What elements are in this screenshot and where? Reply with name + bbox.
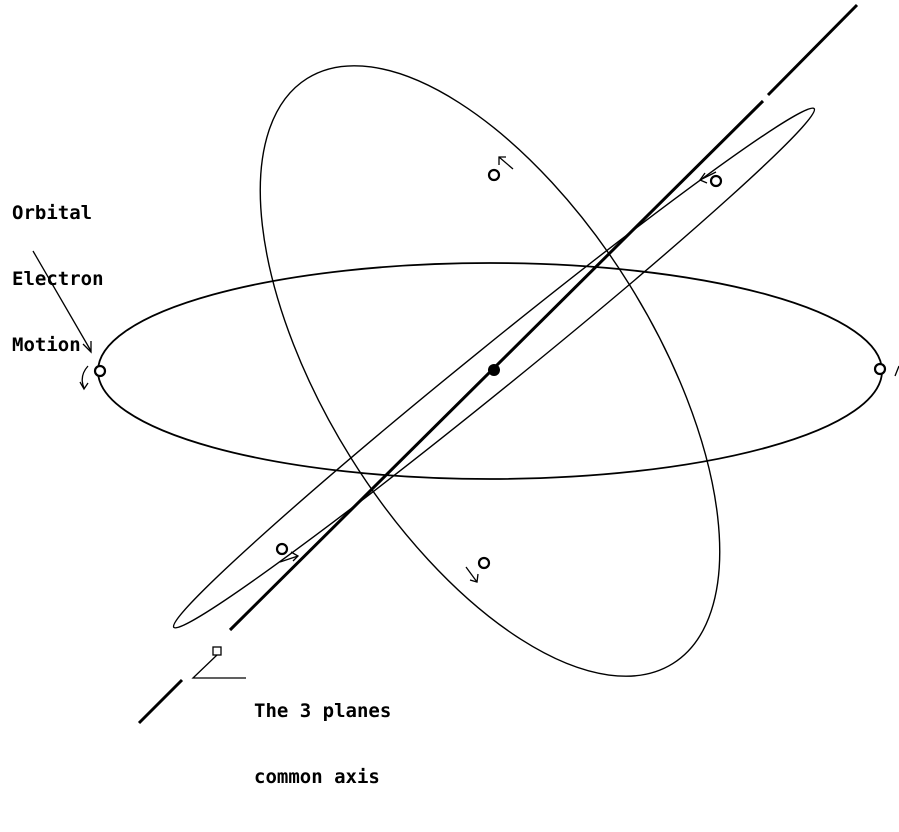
atom-orbit-diagram: Orbital Electron Motion The 3 planes com… — [12, 3, 899, 788]
orbital-motion-line-3: Motion — [12, 334, 81, 356]
electron-upper-right — [709, 174, 723, 188]
motion-arrows — [79, 156, 899, 583]
motion-arrow-lower-left-icon — [279, 555, 299, 563]
axis-segment-bottom — [137, 678, 184, 725]
axis-note-line-1: The 3 planes — [254, 700, 392, 722]
axis-note-label: The 3 planes common axis — [254, 656, 391, 832]
orbit-tilted-large — [259, 65, 721, 677]
axis-leader-line — [191, 654, 246, 679]
orbital-motion-line-2: Electron — [12, 268, 104, 290]
diagram-canvas — [32, 3, 899, 725]
orbital-motion-pointer — [32, 250, 92, 354]
motion-arrow-lower-mid-icon — [465, 566, 478, 583]
electron-lower-mid — [477, 556, 491, 570]
orbital-motion-line-1: Orbital — [12, 202, 93, 224]
axis-segment-top — [766, 3, 859, 97]
electron-upper-mid — [487, 168, 501, 182]
axis-note-line-2: common axis — [254, 766, 380, 788]
electron-lower-left — [275, 542, 289, 556]
axis-marker — [191, 646, 246, 679]
common-axis — [137, 3, 859, 725]
axis-marker-square — [212, 646, 222, 656]
motion-arrow-left-icon — [81, 365, 89, 389]
motion-arrow-upper-right-icon — [699, 171, 717, 181]
motion-arrow-right-icon — [894, 365, 899, 377]
orbital-motion-label: Orbital Electron Motion — [12, 158, 104, 400]
orbit-thin — [172, 107, 816, 629]
motion-arrow-upper-mid-icon — [498, 156, 514, 170]
electron-right — [873, 362, 887, 376]
nucleus-dot — [488, 364, 500, 376]
electron-left — [93, 364, 107, 378]
electrons — [93, 168, 887, 570]
